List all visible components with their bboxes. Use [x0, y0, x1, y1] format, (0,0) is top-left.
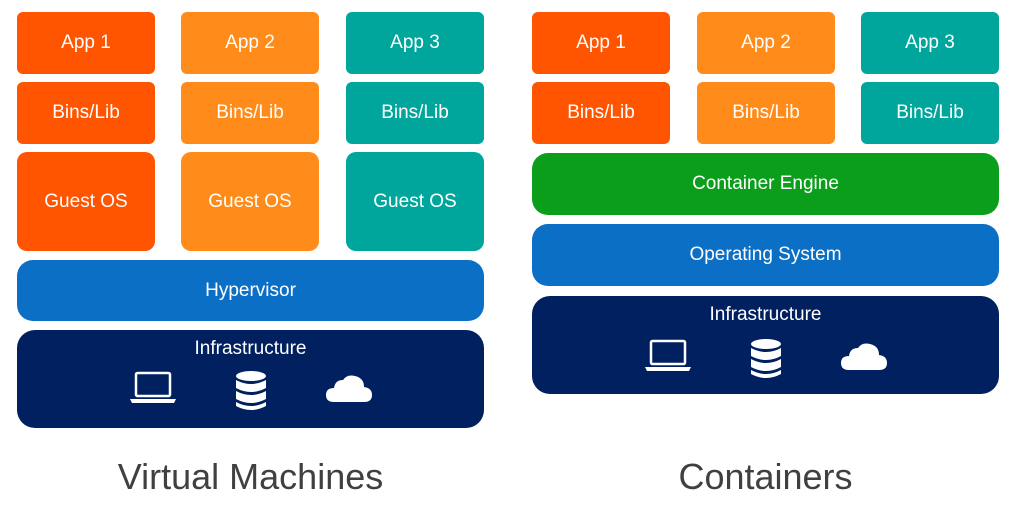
cloud-icon [840, 343, 887, 370]
vm-bins-2: Bins/Lib [181, 82, 319, 144]
vm-infrastructure-icons [17, 370, 484, 412]
containers-bins-1-label: Bins/Lib [567, 102, 635, 123]
vm-infrastructure: Infrastructure [17, 330, 484, 428]
containers-operating-system: Operating System [532, 224, 999, 286]
containers-bins-3: Bins/Lib [861, 82, 999, 144]
vm-bins-2-label: Bins/Lib [216, 102, 284, 123]
vm-bins-1: Bins/Lib [17, 82, 155, 144]
vm-hypervisor: Hypervisor [17, 260, 484, 321]
vm-app-1-label: App 1 [61, 32, 111, 53]
containers-infrastructure-icons [532, 338, 999, 380]
vm-hypervisor-label: Hypervisor [205, 279, 296, 301]
vm-app-3: App 3 [346, 12, 484, 74]
containers-bins-1: Bins/Lib [532, 82, 670, 144]
vm-guest-os-2-label: Guest OS [208, 190, 292, 212]
vm-infrastructure-label: Infrastructure [194, 338, 307, 359]
containers-caption: Containers [678, 456, 853, 497]
containers-app-2: App 2 [697, 12, 835, 74]
vm-app-2: App 2 [181, 12, 319, 74]
containers-app-3: App 3 [861, 12, 999, 74]
vm-bins-3: Bins/Lib [346, 82, 484, 144]
laptop-icon [129, 371, 176, 403]
containers-engine: Container Engine [532, 153, 999, 215]
containers-operating-system-label: Operating System [689, 244, 842, 265]
vm-app-1: App 1 [17, 12, 155, 74]
vm-guest-os-1: Guest OS [17, 152, 155, 251]
containers-bins-2: Bins/Lib [697, 82, 835, 144]
database-icon [235, 371, 266, 410]
laptop-icon [644, 339, 691, 371]
containers-bins-3-label: Bins/Lib [896, 102, 964, 123]
vm-bins-1-label: Bins/Lib [52, 102, 120, 123]
containers-bins-2-label: Bins/Lib [732, 102, 800, 123]
vm-guest-os-2: Guest OS [181, 152, 319, 251]
containers-app-1-label: App 1 [576, 32, 626, 53]
vm-guest-os-3: Guest OS [346, 152, 484, 251]
containers-app-3-label: App 3 [905, 32, 955, 53]
containers-engine-label: Container Engine [692, 173, 839, 194]
vm-app-2-label: App 2 [225, 32, 275, 53]
containers-infrastructure: Infrastructure [532, 296, 999, 394]
database-icon [750, 339, 781, 378]
containers-app-2-label: App 2 [741, 32, 791, 53]
vm-caption: Virtual Machines [117, 456, 384, 497]
vm-guest-os-1-label: Guest OS [44, 190, 128, 212]
cloud-icon [325, 375, 372, 402]
containers-infrastructure-label: Infrastructure [709, 304, 822, 325]
containers-app-1: App 1 [532, 12, 670, 74]
vm-app-3-label: App 3 [390, 32, 440, 53]
vm-guest-os-3-label: Guest OS [373, 190, 457, 212]
vm-bins-3-label: Bins/Lib [381, 102, 449, 123]
